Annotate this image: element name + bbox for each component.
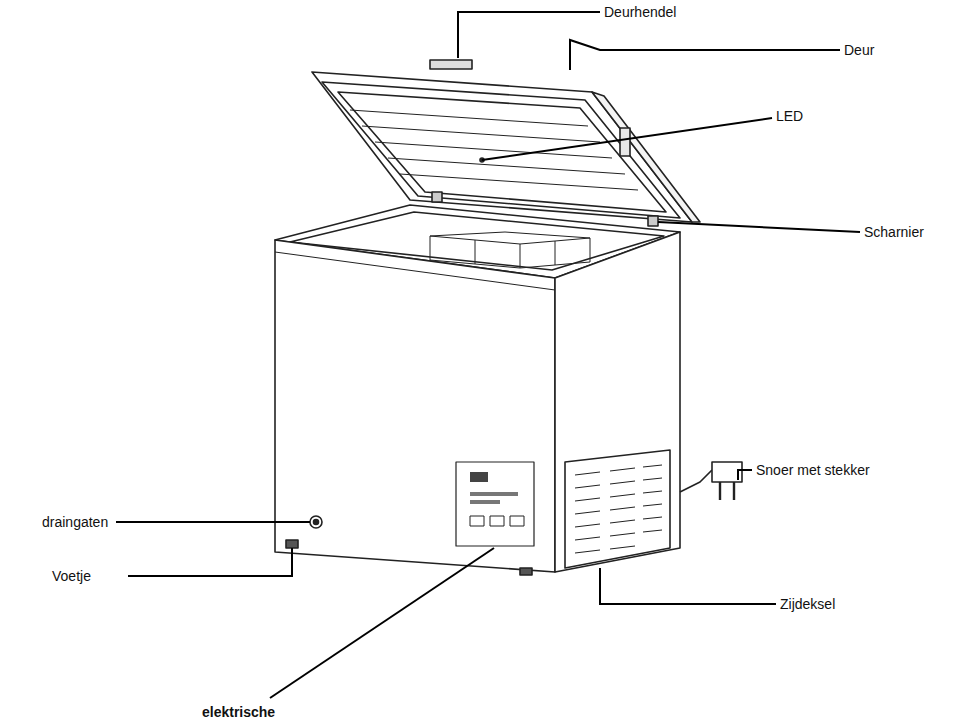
lid-rib: [400, 174, 638, 190]
part-label: Voetje: [52, 568, 91, 584]
foot: [520, 568, 532, 575]
leader-lines: [116, 12, 860, 698]
part-label: Deur: [844, 42, 874, 58]
door-handle: [430, 60, 472, 69]
leader-line: [482, 118, 772, 160]
grille-slots: [575, 465, 662, 553]
lid-rib: [350, 110, 588, 126]
lid-inner: [322, 82, 680, 218]
leader-line: [600, 568, 776, 604]
part-label: Scharnier: [864, 224, 924, 240]
part-label: Snoer met stekker: [756, 462, 870, 478]
lid-edge: [592, 92, 700, 222]
drain-hole: [310, 516, 322, 528]
basket: [430, 232, 590, 244]
side-panel: [555, 232, 680, 572]
lock-detail: [620, 128, 630, 156]
lid-rib: [375, 142, 612, 158]
leader-line: [128, 548, 292, 576]
freezer-body: [275, 60, 742, 575]
foot: [286, 540, 298, 548]
side-cover: [565, 450, 670, 568]
part-label: elektrische: [202, 704, 275, 720]
front-panel: [275, 240, 555, 572]
leader-line: [658, 222, 860, 232]
leader-line: [116, 521, 310, 523]
leader-line: [270, 548, 494, 698]
hinge: [432, 192, 442, 202]
control-panel: [456, 462, 534, 546]
lid-panel: [338, 92, 666, 212]
part-label: Zijdeksel: [780, 596, 835, 612]
leader-line: [570, 40, 840, 70]
power-cord: [680, 470, 712, 492]
leader-line: [738, 470, 752, 480]
lid-rib: [362, 126, 600, 142]
part-label: draingaten: [42, 514, 108, 530]
part-label: Deurhendel: [604, 4, 676, 20]
lid-rib: [388, 158, 625, 174]
part-label: LED: [776, 108, 803, 124]
hinge: [648, 216, 658, 226]
leader-line: [458, 12, 600, 58]
